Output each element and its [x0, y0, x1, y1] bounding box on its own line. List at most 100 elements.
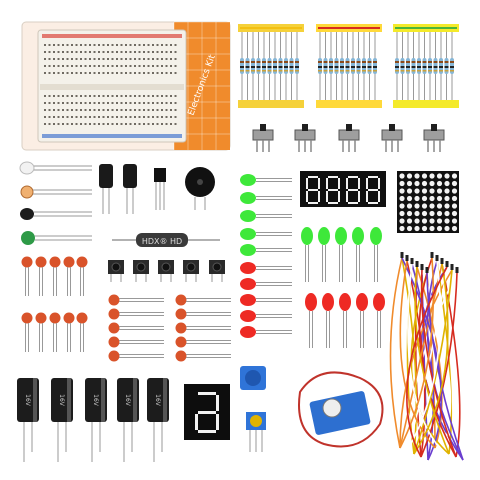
ceramic-cap: [108, 336, 120, 348]
led-green: [240, 228, 256, 240]
segment: [348, 189, 358, 191]
led-red-vertical: [356, 293, 368, 311]
matrix-dot: [444, 210, 450, 217]
led-red: [240, 326, 256, 338]
matrix-dot: [444, 225, 450, 232]
led-red-vertical: [322, 293, 334, 311]
cap-rating-label: 16V: [58, 394, 65, 407]
matrix-dot: [429, 218, 435, 224]
matrix-dot: [451, 210, 458, 217]
led-green-vertical: [335, 227, 347, 245]
ceramic-cap: [175, 350, 187, 362]
ceramic-cap: [21, 256, 33, 268]
matrix-dot: [399, 173, 405, 179]
matrix-dot: [414, 225, 420, 232]
matrix-dot: [414, 180, 420, 187]
matrix-dot: [451, 195, 458, 202]
jumper-wires: [389, 252, 464, 461]
led-red-vertical: [305, 293, 317, 311]
ceramic-cap: [21, 312, 33, 324]
matrix-dot: [421, 195, 428, 202]
matrix-dot: [429, 173, 435, 179]
segment: [308, 176, 318, 178]
led-green-vertical: [301, 227, 313, 245]
led-green: [240, 210, 256, 222]
ceramic-capacitors: [21, 256, 231, 362]
matrix-dot: [429, 195, 435, 202]
segment: [378, 178, 380, 189]
matrix-dot: [421, 210, 428, 217]
matrix-dot: [406, 195, 413, 202]
tape-bottom: [393, 100, 459, 108]
matrix-dot: [414, 218, 420, 224]
switch-body: [423, 129, 445, 141]
matrix-dot: [451, 180, 458, 187]
matrix-dot: [451, 218, 458, 224]
matrix-dot: [406, 188, 413, 194]
matrix-dot: [436, 173, 443, 179]
matrix-dot: [399, 210, 405, 217]
slide-switch-5: [423, 124, 445, 152]
matrix-dot: [399, 188, 405, 194]
ceramic-cap: [108, 308, 120, 320]
push-buttons: [108, 260, 225, 282]
matrix-dot: [421, 218, 428, 224]
matrix-dot: [399, 195, 405, 202]
switch-toggle: [431, 124, 437, 131]
wire-tip: [420, 264, 424, 270]
switch-toggle: [389, 124, 395, 131]
slide-switch-3: [338, 124, 360, 152]
matrix-dot: [436, 210, 443, 217]
led-green: [240, 244, 256, 256]
segment: [198, 430, 216, 433]
matrix-dot: [421, 225, 428, 232]
matrix-dot: [444, 203, 450, 209]
dot-matrix: [397, 171, 459, 233]
jumper-wire: [414, 266, 450, 455]
wire-tip: [425, 267, 429, 273]
wire-tip: [450, 264, 454, 270]
matrix-dot: [444, 180, 450, 187]
matrix-dot: [399, 225, 405, 232]
segment: [306, 178, 308, 189]
resistor-strip-1: [238, 24, 304, 108]
matrix-dot: [406, 218, 413, 224]
led-red-vertical: [339, 293, 351, 311]
segment: [328, 202, 338, 204]
ir-led: [20, 208, 34, 220]
wire-tip: [455, 267, 459, 273]
jumper-wire: [413, 263, 449, 455]
led-green: [240, 174, 256, 186]
segment: [368, 189, 378, 191]
servo-motor: [298, 371, 384, 448]
segment: [326, 178, 328, 189]
segment: [358, 178, 360, 189]
matrix-dot: [429, 188, 435, 194]
cap-rating-label: 16V: [124, 394, 131, 407]
tape-bottom: [316, 100, 382, 108]
led-red: [240, 278, 256, 290]
segment: [306, 191, 308, 202]
jumper-wire: [399, 257, 435, 449]
resistor-strip-3: [393, 24, 459, 108]
breadboard-card: Electronics Kit: [21, 21, 231, 151]
segment: [198, 392, 216, 395]
matrix-dot: [444, 173, 450, 179]
matrix-dot: [436, 218, 443, 224]
wire-tip: [440, 258, 444, 264]
wire-tip: [430, 252, 434, 258]
matrix-dot: [399, 203, 405, 209]
ceramic-cap: [35, 256, 47, 268]
matrix-body: [397, 171, 459, 233]
jumper-wire: [436, 260, 453, 455]
wire-tip: [400, 252, 404, 258]
matrix-dot: [406, 210, 413, 217]
led-red-vertical: [373, 293, 385, 311]
segment: [308, 202, 318, 204]
segment: [348, 176, 358, 178]
tape-bottom: [238, 100, 304, 108]
segment: [195, 414, 198, 430]
